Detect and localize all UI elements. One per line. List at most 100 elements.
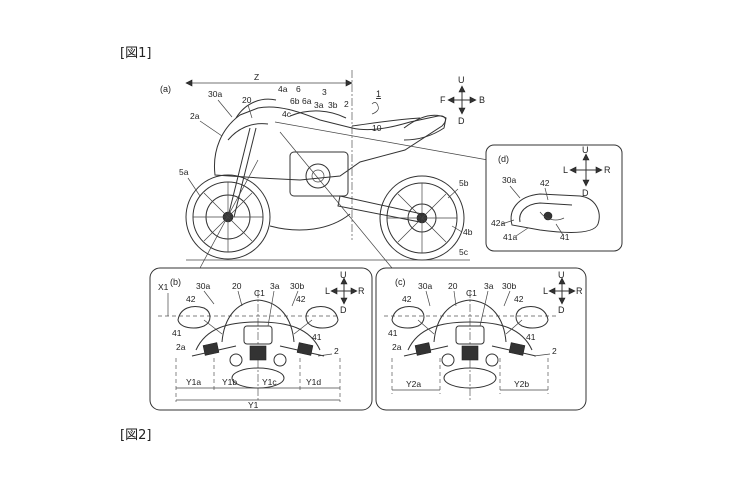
label-3a: 3a [314,100,324,110]
label-3: 3 [322,87,327,97]
axis-b-up: U [340,270,347,280]
label-b-3a: 3a [270,281,280,291]
z-label: Z [254,72,259,82]
panel-d-frame [485,144,623,252]
label-b-y1a: Y1a [186,377,201,387]
windscreen [235,98,277,119]
label-b-42-left: 42 [186,294,196,304]
panel-b-frame [149,267,373,411]
label-b-y1b: Y1b [222,377,237,387]
axis-front: F [440,95,446,105]
swingarm [337,195,423,223]
axis-indicator-fb: U D F B [440,75,485,126]
panel-b-fairing [195,321,321,351]
axis-b-down: D [340,305,347,315]
label-4c: 4c [282,109,292,119]
axis-down: D [458,116,465,126]
panel-c: (c) U D L R [375,267,587,411]
panel-b-steering-stem [249,345,267,361]
label-c-y2a: Y2a [406,379,421,389]
label-b-30a: 30a [196,281,210,291]
label-4b: 4b [463,227,473,237]
rear-wheel [379,175,465,261]
label-c-2a: 2a [392,342,402,352]
fairing-edge [227,123,269,141]
label-d-30a: 30a [502,175,516,185]
label-b-2a: 2a [176,342,186,352]
label-6b: 6b [290,96,300,106]
section-line-d [274,121,489,161]
label-c-30a: 30a [418,281,432,291]
label-c-y2b: Y2b [514,379,529,389]
fuel-tank [289,110,347,119]
panel-c-fairing [407,321,533,351]
label-b-c1: C1 [254,288,265,298]
axis-d-left: L [563,165,568,175]
panel-c-steering-stem [461,345,479,361]
panel-d: (d) U D L R 30a 42 42a 41a 41 [485,144,623,252]
ref-leader-1 [371,102,379,115]
panel-b-windscreen [221,299,295,343]
axis-indicator-c: U D L R [543,270,583,315]
label-c-30b: 30b [502,281,516,291]
panel-b-switch-left [202,342,220,356]
axis-d-right: R [604,165,611,175]
label-2a: 2a [190,111,200,121]
label-5b: 5b [459,178,469,188]
tail-section [403,114,447,141]
label-b-42-right: 42 [296,294,306,304]
label-b-30b: 30b [290,281,304,291]
sub-label-c: (c) [395,277,406,287]
section-line-b [199,159,259,269]
panel-c-front-fender [443,367,497,389]
axis-d-down: D [582,188,589,198]
label-5c: 5c [459,247,469,257]
label-c-42-left: 42 [402,294,412,304]
axis-back: B [479,95,485,105]
figure-1-label: [図1] [120,46,152,61]
label-c-41-right: 41 [526,332,536,342]
label-b-41-left: 41 [172,328,182,338]
label-b-2: 2 [334,346,339,356]
mirror-glass-d [519,202,573,223]
body-fairing [213,106,446,181]
sub-label-b: (b) [170,277,181,287]
seat [351,117,421,127]
axis-d-up: U [582,145,589,155]
label-c-20: 20 [448,281,458,291]
panel-c-switch-left [414,342,432,356]
panel-b-mirror-left [177,306,211,329]
label-c-2: 2 [552,346,557,356]
axis-c-up: U [558,270,565,280]
label-30a: 30a [208,89,222,99]
label-2: 2 [344,99,349,109]
figure-2-label: [図2] [120,428,152,443]
sub-label-a: (a) [160,84,171,94]
label-3b: 3b [328,100,338,110]
panel-b: (b) U D L R X1 [149,267,373,411]
label-b-y1d: Y1d [306,377,321,387]
label-5a: 5a [179,167,189,177]
front-wheel [185,174,271,260]
engine-block [289,151,349,197]
label-c-42-right: 42 [514,294,524,304]
label-c-c1: C1 [466,288,477,298]
label-6a: 6a [302,96,312,106]
mirror-housing-d [510,193,600,233]
label-b-x1: X1 [158,282,169,292]
motorcycle-side-view: (a) Z 1 U D F B [160,70,489,269]
panel-c-switch-right [508,342,526,356]
axis-up: U [458,75,465,85]
label-b-y1: Y1 [248,400,259,410]
label-d-41a: 41a [503,232,517,242]
z-arrow-left [185,79,193,87]
label-d-42: 42 [540,178,550,188]
front-fork [227,127,251,218]
panel-b-meter [243,325,273,345]
label-c-41-left: 41 [388,328,398,338]
label-b-y1c: Y1c [262,377,277,387]
panel-c-windscreen [433,299,507,343]
axis-indicator-b: U D L R [325,270,365,315]
panel-c-frame [375,267,587,411]
